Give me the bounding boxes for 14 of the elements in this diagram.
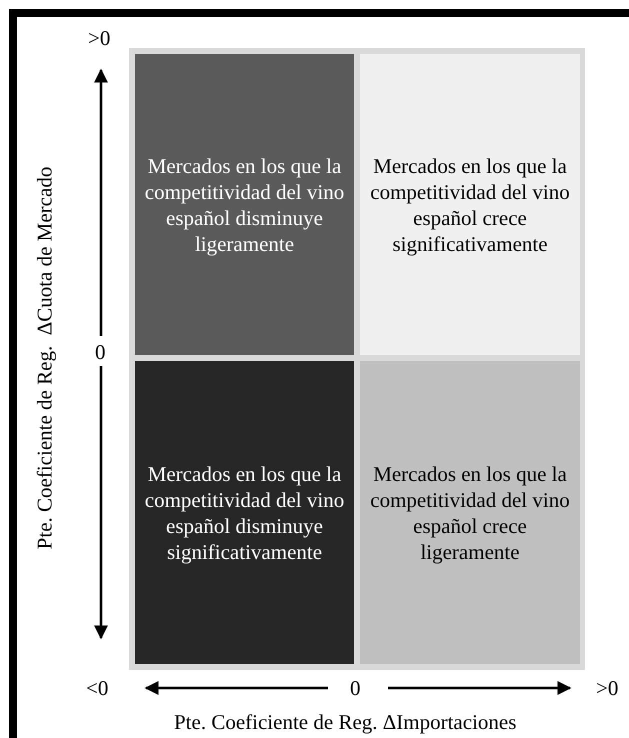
axis-max-label: >0 [596, 676, 618, 700]
axis-zero-label: 0 [350, 676, 360, 700]
quadrant-text: Mercados en los que la competitividad del vino español crece ligeramente [369, 460, 571, 564]
quadrant-text: Mercados en los que la competitividad del vino español disminuye significativamente [144, 460, 346, 564]
axis-zero-label: 0 [95, 340, 106, 364]
axis-title: Pte. Coeficiente de Reg. ΔImportaciones [174, 710, 516, 734]
axis-min-label: <0 [86, 676, 108, 700]
axis-title: Pte. Coeficiente de Reg. ΔCuota de Mercado [32, 166, 56, 550]
quadrant-box [360, 361, 580, 664]
quadrant-text: Mercados en los que la competitividad del vino español crece significativamente [369, 152, 571, 256]
quadrant-box [135, 361, 354, 664]
quadrant-text: Mercados en los que la competitividad del vino español disminuye ligeramente [144, 152, 346, 256]
axis-max-label: >0 [88, 26, 110, 50]
quadrant-box [135, 54, 354, 355]
